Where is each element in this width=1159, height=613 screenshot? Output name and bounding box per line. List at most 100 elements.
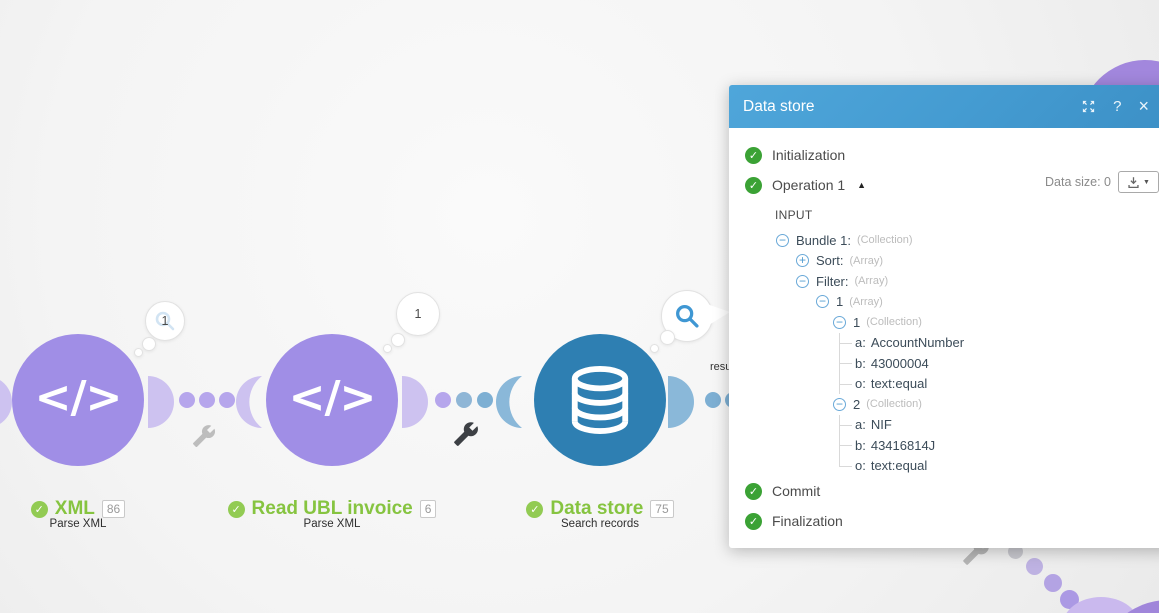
collapse-toggle-icon[interactable]: − [833, 397, 846, 411]
tree-node-label: Bundle 1: [796, 232, 851, 248]
bubble-trail [650, 344, 659, 353]
tree-leaf-value: text:equal [870, 458, 928, 474]
module-read-ubl-invoice[interactable]: </> [266, 334, 398, 466]
close-icon[interactable]: × [1138, 96, 1149, 116]
module-name: XML [54, 498, 95, 519]
section-commit[interactable]: ✓ Commit [745, 479, 820, 503]
tree-node-type: (Collection) [866, 316, 922, 329]
module-name: Read UBL invoice [251, 498, 413, 519]
operations-bubble-read-ubl[interactable]: 1 [396, 292, 440, 336]
connection-dot [435, 392, 451, 408]
success-check-icon: ✓ [745, 176, 762, 194]
wrench-icon[interactable] [453, 421, 479, 447]
connection-partial-bottom-right [1062, 597, 1140, 613]
tree-node-type: (Array) [854, 275, 889, 288]
operations-bubble-xml[interactable]: 1 [145, 301, 185, 341]
tree-leaf-value: NIF [870, 417, 892, 433]
collapse-toggle-icon[interactable]: − [776, 233, 789, 247]
input-tree: − Bundle 1: (Collection) + Sort: (Array)… [729, 230, 1159, 476]
connection-dot [219, 392, 235, 408]
tree-node-label: Sort: [816, 253, 844, 269]
tree-leaf-value: text:equal [870, 376, 928, 392]
tree-node-label: 2 [853, 396, 861, 412]
panel-title: Data store [743, 97, 815, 115]
connection-input [236, 376, 262, 428]
tree-node: − Bundle 1: (Collection) [729, 230, 1159, 251]
operations-badge[interactable]: 86 [101, 500, 126, 518]
tree-node-label: 1 [836, 294, 844, 310]
tree-node-type: (Array) [849, 295, 883, 308]
wrench-icon[interactable] [192, 424, 216, 448]
connection-dot [179, 392, 195, 408]
tree-leaf: a: NIF [729, 414, 1159, 436]
panel-header[interactable]: Data store ? × [729, 85, 1159, 128]
download-button[interactable]: ▼ [1118, 171, 1159, 193]
bubble-tail [704, 303, 730, 328]
module-name: Data store [550, 498, 644, 519]
tree-leaf-value: 43416814J [870, 437, 936, 453]
module-subtitle: Search records [561, 518, 639, 530]
caret-down-icon: ▼ [1143, 178, 1150, 186]
download-icon [1128, 176, 1139, 188]
connection-output [402, 376, 428, 428]
module-label-xml: ✓ XML 86 [0, 498, 218, 520]
collapse-toggle-icon[interactable]: − [816, 295, 829, 309]
success-check-icon: ✓ [30, 500, 48, 518]
connection-half-circle [0, 380, 12, 424]
module-label-data-store: ✓ Data store 75 [460, 498, 740, 520]
connection-dot [705, 392, 721, 408]
tree-node: − 2 (Collection) [729, 394, 1159, 415]
section-label: Initialization [772, 147, 846, 163]
section-label: Finalization [772, 513, 843, 529]
connection-dot [477, 392, 493, 408]
tree-node-label: Filter: [816, 273, 849, 289]
connection-output [668, 376, 694, 428]
module-data-store[interactable] [534, 334, 666, 466]
execution-detail-panel: Data store ? × ✓ Initialization ✓ Operat… [729, 85, 1159, 548]
tree-leaf-key: o: [855, 376, 866, 392]
section-initialization[interactable]: ✓ Initialization [745, 143, 845, 167]
collapse-arrow-icon[interactable]: ▲ [857, 180, 867, 190]
tree-leaf-value: 43000004 [870, 355, 929, 371]
collapse-toggle-icon[interactable]: − [796, 274, 809, 288]
operations-badge[interactable]: 6 [419, 500, 437, 518]
tree-leaf-value: AccountNumber [870, 335, 965, 351]
tree-node: − 1 (Collection) [729, 312, 1159, 333]
database-icon [571, 366, 629, 434]
code-icon: </> [288, 371, 377, 423]
connection-output [148, 376, 174, 428]
section-finalization[interactable]: ✓ Finalization [745, 509, 843, 533]
connection-dot [1044, 574, 1062, 592]
expand-toggle-icon[interactable]: + [796, 254, 809, 268]
tree-node: − Filter: (Array) [729, 271, 1159, 292]
tree-leaf: o: text:equal [729, 455, 1159, 477]
wrench-icon[interactable] [962, 538, 990, 566]
tree-node: − 1 (Array) [729, 292, 1159, 313]
module-subtitle: Parse XML [303, 518, 361, 530]
module-label-read-ubl: ✓ Read UBL invoice 6 [192, 498, 472, 520]
help-icon[interactable]: ? [1113, 98, 1122, 115]
tree-leaf-key: a: [855, 417, 866, 433]
success-check-icon: ✓ [745, 482, 762, 500]
success-check-icon: ✓ [745, 146, 762, 164]
success-check-icon: ✓ [227, 500, 245, 518]
tree-leaf-key: b: [855, 437, 866, 453]
section-label: Commit [772, 483, 821, 499]
module-xml[interactable]: </> [12, 334, 144, 466]
tree-leaf-key: b: [855, 355, 866, 371]
tree-leaf: a: AccountNumber [729, 332, 1159, 354]
tree-node-type: (Collection) [856, 234, 913, 247]
section-operation-1[interactable]: ✓ Operation 1 ▲ [745, 173, 866, 197]
bubble-count: 1 [161, 314, 169, 328]
success-check-icon: ✓ [745, 512, 762, 530]
operations-badge[interactable]: 75 [650, 500, 674, 518]
search-icon [676, 305, 699, 328]
collapse-toggle-icon[interactable]: − [833, 315, 846, 329]
expand-icon[interactable] [1081, 99, 1096, 114]
search-ghost-icon [146, 302, 184, 340]
module-subtitle: Parse XML [49, 518, 107, 530]
section-label: Operation 1 [772, 177, 846, 193]
tree-leaf-key: o: [855, 458, 866, 474]
bubble-count: 1 [414, 307, 422, 321]
